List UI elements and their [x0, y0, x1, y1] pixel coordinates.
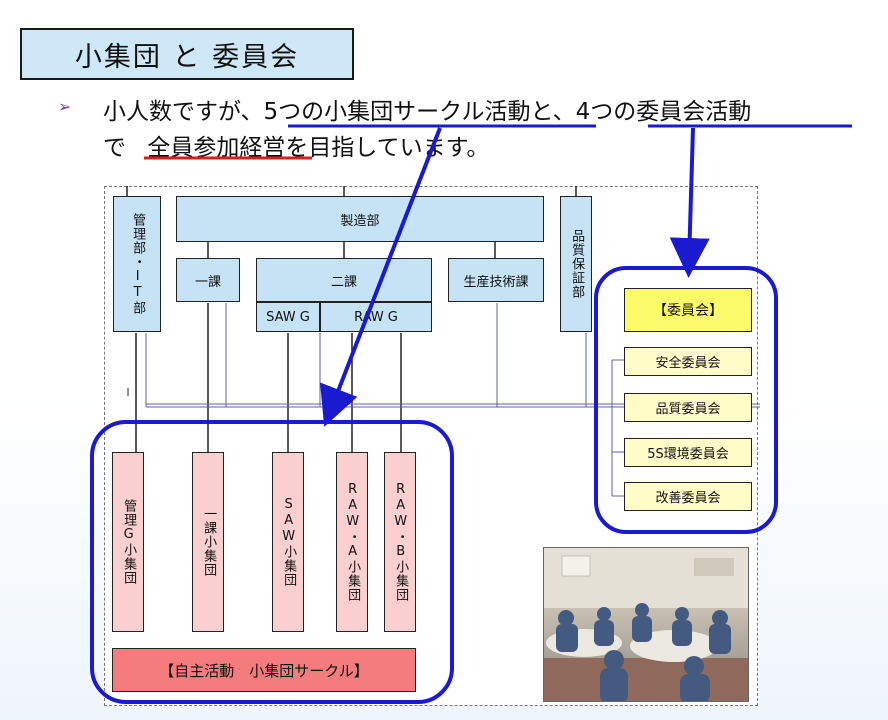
org-box-kanri: 管理部・IT部 [113, 196, 161, 332]
committee-item-quality: 品質委員会 [624, 393, 752, 422]
arrow-bullet-icon: ➢ [58, 97, 72, 116]
group-ikka: 一課小集団 [192, 452, 224, 632]
org-box-seisan: 生産技術課 [448, 258, 544, 302]
org-box-ikka: 一課 [176, 258, 240, 302]
org-box-hinshitsu: 品質保証部 [560, 196, 592, 332]
committee-header: 【委員会】 [624, 288, 752, 332]
committee-item-kaizen: 改善委員会 [624, 482, 752, 511]
org-box-raw-g: RAW G [320, 302, 432, 332]
group-raw-a: RAW・A小集団 [336, 452, 368, 632]
group-raw-b: RAW・B小集団 [384, 452, 416, 632]
org-box-nika: 二課 [256, 258, 432, 302]
org-box-seizo: 製造部 [176, 196, 544, 242]
intro-line-1: 小人数ですが、5つの小集団サークル活動と、4つの委員会活動 [103, 99, 752, 125]
small-group-footer: 【自主活動 小集団サークル】 [112, 648, 416, 692]
committee-item-safety: 安全委員会 [624, 347, 752, 376]
activity-photo [543, 547, 749, 702]
committee-item-5s: 5S環境委員会 [624, 438, 752, 467]
page-title: 小集団 と 委員会 [20, 28, 354, 80]
intro-line-2-prefix: で [103, 135, 126, 161]
org-box-saw-g: SAW G [256, 302, 320, 332]
group-saw: SAW小集団 [272, 452, 304, 632]
intro-line-2-suffix: を目指しています。 [285, 135, 490, 161]
group-kanri: 管理G小集団 [112, 452, 144, 632]
